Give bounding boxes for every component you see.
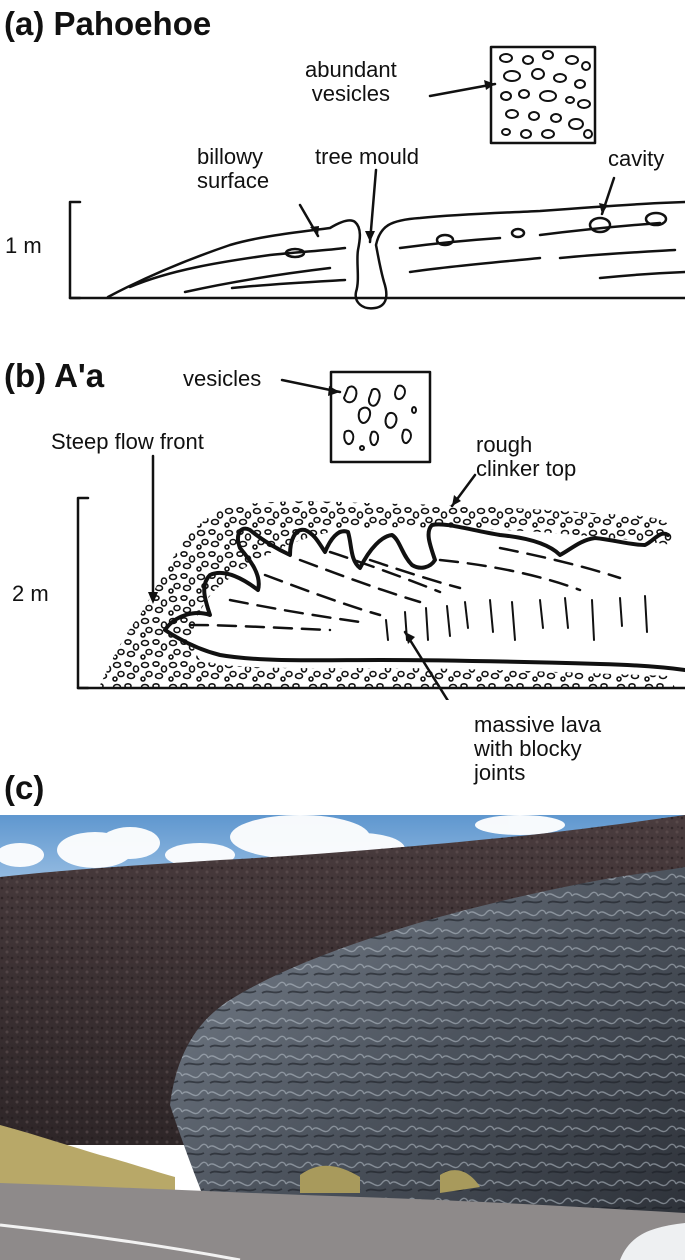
road	[0, 1183, 685, 1260]
vesicle	[284, 247, 306, 259]
vesicles-label: vesicles	[183, 366, 262, 391]
lava-photo-svg	[0, 815, 685, 1260]
clinker-front	[100, 501, 675, 688]
pahoehoe-diagram	[68, 45, 685, 310]
aa-diagram	[76, 370, 685, 700]
scale-1m-label: 1 m	[5, 233, 42, 258]
pahoehoe-outline	[106, 200, 685, 310]
billowy-surface-label: billowy surface	[197, 144, 270, 193]
rough-clinker-top-label: rough clinker top	[476, 432, 577, 481]
aa-vesicle-inset-box	[329, 370, 432, 464]
cavity-shape	[588, 216, 612, 234]
pahoehoe-flow-line	[558, 248, 677, 260]
roadside-grass	[0, 1125, 175, 1193]
aa-flow-line	[328, 550, 442, 594]
aa-flow-line	[298, 558, 422, 604]
vesicle	[435, 233, 455, 247]
pahoehoe-flow-line	[538, 221, 662, 237]
scale-bar-2m	[76, 496, 90, 690]
aa-flow-line	[263, 573, 382, 617]
panel-c-heading: (c)	[4, 769, 45, 806]
pahoehoe-flow-line	[230, 278, 347, 290]
panel-a-heading: (a) Pahoehoe	[4, 5, 212, 42]
aa-flow-line	[368, 558, 462, 590]
tree-mould-label: tree mould	[315, 144, 419, 169]
aa-flow-line	[228, 598, 362, 624]
pahoehoe-flow-line	[398, 236, 502, 250]
steep-flow-front-label: Steep flow front	[51, 429, 204, 454]
leader-tree-mould	[368, 168, 378, 244]
aa-flow-line	[438, 558, 582, 592]
vesicle	[510, 227, 526, 239]
car-corner	[620, 1223, 685, 1260]
leader-massive-lava	[403, 630, 449, 700]
pahoehoe-flow-line	[408, 256, 542, 274]
pahoehoe-flow-line	[183, 266, 332, 294]
massive-lava-label: massive lava with blocky joints	[474, 712, 602, 785]
aa-flow-line	[498, 546, 622, 580]
cavity-label: cavity	[608, 146, 665, 171]
scale-2m-label: 2 m	[12, 581, 49, 606]
leader-abundant-vesicles	[428, 82, 497, 98]
aa-lava-outline	[163, 522, 685, 672]
pahoehoe-flow-line	[128, 246, 347, 289]
abundant-vesicles-label: abundant vesicles	[305, 57, 397, 106]
vesicle-inset-box	[489, 45, 597, 145]
pahoehoe-flow-line	[598, 270, 685, 280]
panel-b-heading: (b) A'a	[4, 357, 105, 394]
aa-flow-line	[188, 623, 332, 632]
vesicle	[644, 211, 668, 227]
lava-photograph	[0, 815, 685, 1260]
